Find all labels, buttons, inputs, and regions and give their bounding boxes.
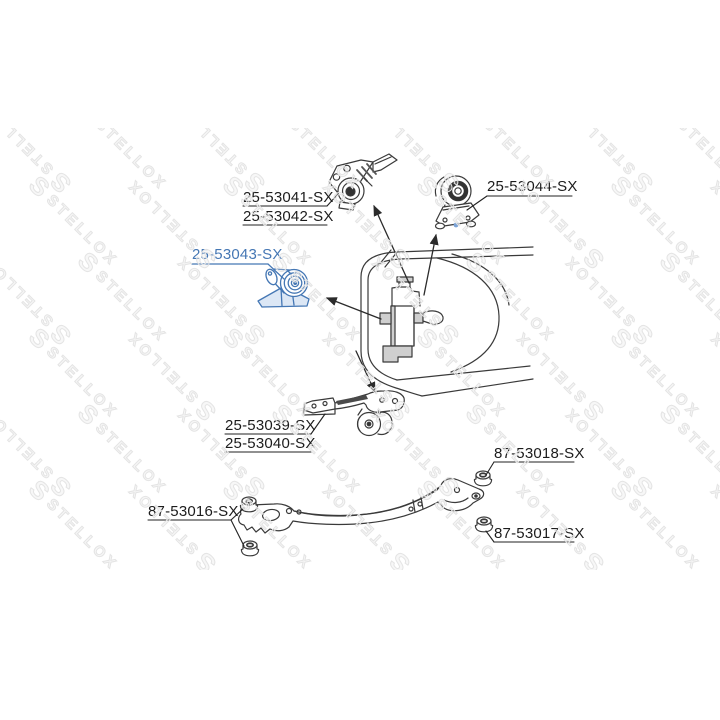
- arrow-to-highlighted-mount: [325, 297, 382, 320]
- leader-87-53016-b: [230, 519, 245, 547]
- part-label-25-53044[interactable]: 25-53044-SX: [487, 178, 578, 195]
- leader-25-53041: [326, 193, 339, 207]
- part-label-87-53018[interactable]: 87-53018-SX: [494, 445, 585, 462]
- part-label-25-53039[interactable]: 25-53039-SX: [225, 417, 316, 434]
- label-rules-highlighted: [191, 263, 285, 280]
- leader-87-53018: [485, 461, 495, 476]
- part-right-mount: [434, 175, 480, 230]
- leader-25-53039: [310, 413, 326, 435]
- bushing-left-bottom: [240, 540, 260, 557]
- bushing-right-top: [473, 470, 493, 487]
- leader-87-53016-a: [230, 507, 245, 521]
- part-label-25-53041[interactable]: 25-53041-SX: [243, 189, 334, 206]
- part-upper-mount: [328, 153, 398, 211]
- vehicle-outline: [360, 246, 534, 397]
- part-highlighted-mount: [257, 268, 310, 308]
- part-front-mount: [303, 390, 405, 437]
- leader-25-53043: [267, 263, 285, 280]
- part-label-25-53040[interactable]: 25-53040-SX: [225, 435, 316, 452]
- engine-silhouette: [379, 276, 444, 363]
- pointer-arrows: [325, 204, 439, 394]
- part-crossmember: [238, 478, 485, 534]
- label-rules: [147, 193, 575, 547]
- leader-87-53017: [485, 530, 495, 543]
- arrow-to-front-mount: [355, 350, 376, 394]
- part-label-87-53017[interactable]: 87-53017-SX: [494, 525, 585, 542]
- leader-25-53044: [466, 195, 488, 211]
- part-label-87-53016[interactable]: 87-53016-SX: [148, 503, 239, 520]
- part-label-25-53043-highlighted[interactable]: 25-53043-SX: [192, 246, 283, 263]
- bushing-right-bottom: [474, 516, 494, 533]
- part-label-25-53042[interactable]: 25-53042-SX: [243, 208, 334, 225]
- arrow-to-right-mount: [423, 233, 439, 296]
- arrow-to-upper-mount: [373, 204, 410, 284]
